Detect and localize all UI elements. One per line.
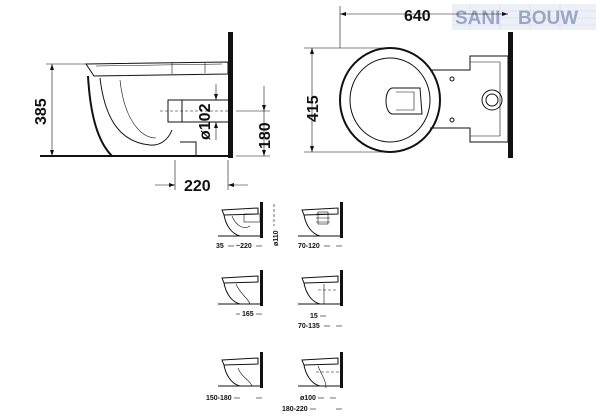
dim-outlet-height: 180 (257, 122, 274, 149)
variant-3: 165 (218, 270, 263, 318)
dim-depth-220: 220 (184, 178, 211, 195)
v5-range: 150-180 (206, 395, 232, 402)
v1-vertical: ø110 (273, 230, 280, 246)
variant-6: ø100 180-220 (282, 352, 343, 413)
v6-range: 180-220 (282, 406, 308, 413)
v1-left: 35 (216, 243, 224, 250)
variant-2: 70-120 (298, 202, 343, 250)
v2-range: 70-120 (298, 243, 320, 250)
variant-4: 15 70-135 (298, 270, 343, 330)
v6-pipe: ø100 (300, 395, 316, 402)
dim-height-385: 385 (33, 98, 50, 125)
v4-range: 70-135 (298, 323, 320, 330)
v1-right: ~220 (236, 243, 252, 250)
top-view: 640 415 (304, 6, 513, 158)
variant-1: 35 ~220 ø110 (216, 202, 280, 250)
v3-value: 165 (242, 311, 254, 318)
dim-length-640: 640 (404, 8, 431, 25)
sanibouw-logo: SANI BOUW (452, 4, 596, 30)
variant-5: 150-180 (206, 352, 263, 402)
dim-width-415: 415 (305, 95, 322, 122)
dim-pipe-diameter: ø102 (197, 103, 214, 140)
logo-text-bouw: BOUW (518, 8, 578, 29)
side-view: 385 ø102 180 220 (33, 32, 274, 195)
v4-value: 15 (310, 313, 318, 320)
logo-text-sani: SANI (455, 8, 500, 29)
